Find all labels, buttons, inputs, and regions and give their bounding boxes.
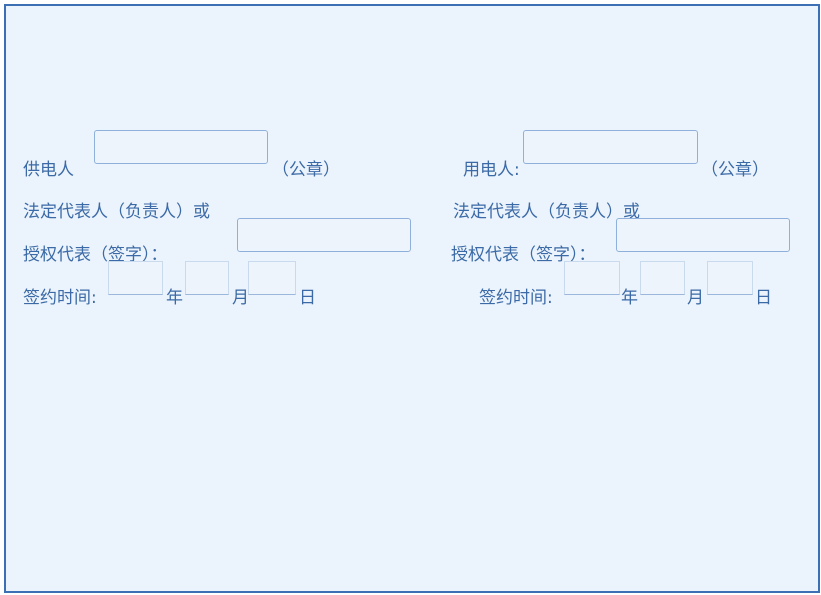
consumer-name-input[interactable] xyxy=(523,130,698,164)
supplier-month-input[interactable] xyxy=(185,261,229,295)
supplier-month-unit: 月 xyxy=(232,288,249,308)
consumer-signature-input[interactable] xyxy=(616,218,790,252)
consumer-seal-note: （公章） xyxy=(701,160,769,180)
consumer-label: 用电人: xyxy=(463,160,520,180)
consumer-month-input[interactable] xyxy=(640,261,685,295)
supplier-legal-rep-label: 法定代表人（负责人）或 xyxy=(23,202,210,222)
supplier-year-unit: 年 xyxy=(166,288,183,308)
supplier-signature-input[interactable] xyxy=(237,218,411,252)
consumer-legal-rep-label: 法定代表人（负责人）或 xyxy=(453,202,640,222)
consumer-year-unit: 年 xyxy=(621,288,638,308)
consumer-month-unit: 月 xyxy=(687,288,704,308)
supplier-label: 供电人 xyxy=(23,160,74,180)
contract-signature-panel xyxy=(4,4,820,593)
supplier-year-input[interactable] xyxy=(108,261,163,295)
consumer-day-input[interactable] xyxy=(707,261,753,295)
supplier-name-input[interactable] xyxy=(94,130,268,164)
supplier-day-input[interactable] xyxy=(248,261,296,295)
consumer-year-input[interactable] xyxy=(564,261,620,295)
supplier-authorized-rep-label: 授权代表（签字）： xyxy=(23,245,168,265)
consumer-day-unit: 日 xyxy=(755,288,772,308)
consumer-sign-date-label: 签约时间: xyxy=(479,288,553,308)
consumer-authorized-rep-label: 授权代表（签字）： xyxy=(451,245,596,265)
supplier-seal-note: （公章） xyxy=(272,160,340,180)
supplier-day-unit: 日 xyxy=(299,288,316,308)
supplier-sign-date-label: 签约时间: xyxy=(23,288,97,308)
